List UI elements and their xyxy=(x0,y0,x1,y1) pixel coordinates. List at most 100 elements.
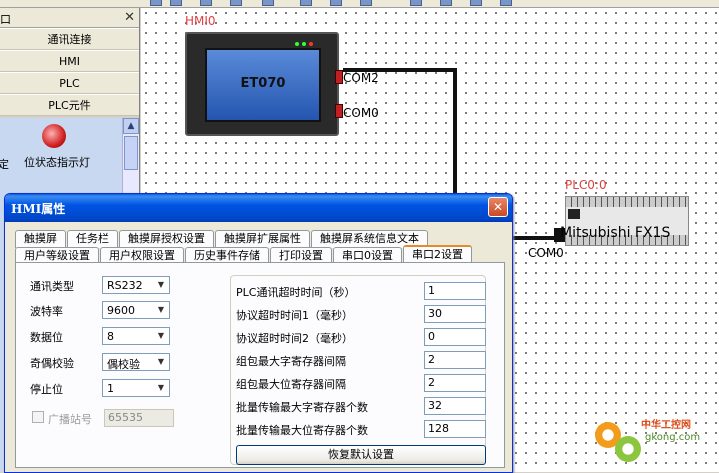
chevron-down-icon[interactable]: ▼ xyxy=(153,277,169,293)
chevron-down-icon[interactable]: ▼ xyxy=(153,354,169,370)
hmi-device[interactable]: ET070 xyxy=(185,32,339,136)
plc-timeout-label: PLC通讯超时时间（秒） xyxy=(236,286,356,299)
watermark-text: 中华工控网 xyxy=(641,420,691,431)
toolbar-button-icon[interactable] xyxy=(470,0,482,6)
dialog-title-bar[interactable]: HMI属性 ✕ xyxy=(5,194,512,222)
toolbar-button-icon[interactable] xyxy=(262,0,274,6)
toolbar-button-icon[interactable] xyxy=(440,0,452,6)
scroll-up-icon[interactable]: ▲ xyxy=(123,118,139,134)
parity-select[interactable]: 偶校验 ▼ xyxy=(102,353,170,371)
com2-port-label: COM2 xyxy=(343,71,379,85)
word-register-gap-input[interactable]: 2 xyxy=(424,351,486,369)
tab-extended[interactable]: 触摸屏扩展属性 xyxy=(215,230,310,248)
gear-icon xyxy=(615,436,641,462)
baud-rate-select[interactable]: 9600 ▼ xyxy=(102,301,170,319)
reset-defaults-button[interactable]: 恢复默认设置 xyxy=(236,445,486,465)
plc-port-label: COM0 xyxy=(528,246,564,260)
baud-rate-value: 9600 xyxy=(107,304,135,317)
hmi-model-label: ET070 xyxy=(240,76,286,91)
toolbar-button-icon[interactable] xyxy=(300,0,312,6)
hmi-screen: ET070 xyxy=(205,48,321,122)
protocol-timeout2-label: 协议超时时间2（毫秒） xyxy=(236,332,353,345)
baud-rate-label: 波特率 xyxy=(30,305,63,318)
tab-row-2: 用户等级设置 用户权限设置 历史事件存储 打印设置 串口0设置 串口2设置 xyxy=(15,245,473,265)
stop-bits-select[interactable]: 1▼ xyxy=(102,379,170,397)
broadcast-station-field: 65535 xyxy=(104,409,174,427)
toolbar-button-icon[interactable] xyxy=(330,0,342,6)
protocol-timeout1-input[interactable]: 30 xyxy=(424,305,486,323)
toolbar-button-icon[interactable] xyxy=(360,0,372,6)
tab-print[interactable]: 打印设置 xyxy=(270,247,332,265)
protocol-timeout2-input[interactable]: 0 xyxy=(424,328,486,346)
plc-logo-icon xyxy=(568,209,580,219)
tab-row-1: 触摸屏 任务栏 触摸屏授权设置 触摸屏扩展属性 触摸屏系统信息文本 xyxy=(15,230,429,248)
batch-word-count-label: 批量传输最大字寄存器个数 xyxy=(236,401,368,414)
toolbar-button-icon[interactable] xyxy=(500,0,512,6)
com0-port-label: COM0 xyxy=(343,106,379,120)
hmi-indicator-icon xyxy=(295,42,299,46)
toolbar-button-icon[interactable] xyxy=(150,0,162,6)
stop-bits-label: 停止位 xyxy=(30,383,63,396)
protocol-timeout1-label: 协议超时时间1（毫秒） xyxy=(236,309,353,322)
com2-port-icon[interactable] xyxy=(335,70,343,84)
watermark-url: gkong.com xyxy=(645,432,701,443)
comm-type-label: 通讯类型 xyxy=(30,280,74,293)
plc-terminals xyxy=(566,235,688,245)
data-bits-select[interactable]: 8▼ xyxy=(102,327,170,345)
serial2-settings-panel: 通讯类型 RS232▼ 波特率 9600▼ 数据位 8▼ 奇偶校验 偶校验▼ 停… xyxy=(15,262,505,468)
com0-port-icon[interactable] xyxy=(335,104,343,118)
panel-title: 口 xyxy=(0,13,11,26)
plc-terminals xyxy=(566,197,688,207)
word-register-gap-label: 组包最大字寄存器间隔 xyxy=(236,355,346,368)
toolbar-button-icon[interactable] xyxy=(410,0,422,6)
component-label: 位状态指示灯 xyxy=(24,156,90,169)
category-hmi[interactable]: HMI xyxy=(0,50,139,72)
broadcast-label: 广播站号 xyxy=(48,413,92,426)
tab-serial2[interactable]: 串口2设置 xyxy=(403,245,472,265)
partial-component-label: 定 xyxy=(0,158,9,171)
category-plc-components[interactable]: PLC元件 xyxy=(0,94,139,116)
scroll-thumb[interactable] xyxy=(124,136,138,170)
tab-history[interactable]: 历史事件存储 xyxy=(185,247,269,265)
bit-register-gap-input[interactable]: 2 xyxy=(424,374,486,392)
stop-bits-value: 1 xyxy=(107,382,114,395)
batch-bit-count-input[interactable]: 128 xyxy=(424,420,486,438)
tab-system-text[interactable]: 触摸屏系统信息文本 xyxy=(311,230,428,248)
plc-timeout-input[interactable]: 1 xyxy=(424,282,486,300)
cable xyxy=(343,68,457,72)
parity-value: 偶校验 xyxy=(107,358,140,371)
chevron-down-icon[interactable]: ▼ xyxy=(153,328,169,344)
category-comm-link[interactable]: 通讯连接 xyxy=(0,28,139,50)
hmi-properties-dialog: HMI属性 ✕ 触摸屏 任务栏 触摸屏授权设置 触摸屏扩展属性 触摸屏系统信息文… xyxy=(4,193,513,473)
toolbar-button-icon[interactable] xyxy=(200,0,212,6)
close-icon[interactable]: ✕ xyxy=(488,197,508,217)
broadcast-checkbox[interactable] xyxy=(32,411,44,423)
plc-title: PLC0:0 xyxy=(565,178,607,192)
data-bits-value: 8 xyxy=(107,330,114,343)
toolbar xyxy=(0,0,719,8)
close-icon[interactable]: ✕ xyxy=(124,10,135,25)
plc-port-icon[interactable] xyxy=(554,228,566,242)
comm-type-select[interactable]: RS232▼ xyxy=(102,276,170,294)
tab-user-permission[interactable]: 用户权限设置 xyxy=(100,247,184,265)
chevron-down-icon[interactable]: ▼ xyxy=(153,302,169,318)
toolbar-button-icon[interactable] xyxy=(230,0,242,6)
hmi-indicator-icon xyxy=(302,42,306,46)
cable xyxy=(453,68,457,240)
dialog-title: HMI属性 xyxy=(11,202,66,216)
parity-label: 奇偶校验 xyxy=(30,357,74,370)
tab-taskbar[interactable]: 任务栏 xyxy=(67,230,118,248)
chevron-down-icon[interactable]: ▼ xyxy=(153,380,169,396)
panel-header: 口 ✕ xyxy=(0,8,139,28)
toolbar-button-icon[interactable] xyxy=(170,0,182,6)
bit-register-gap-label: 组包最大位寄存器间隔 xyxy=(236,378,346,391)
tab-serial0[interactable]: 串口0设置 xyxy=(333,247,402,265)
tab-touchscreen[interactable]: 触摸屏 xyxy=(15,230,66,248)
batch-word-count-input[interactable]: 32 xyxy=(424,397,486,415)
status-light-icon[interactable] xyxy=(42,124,66,148)
tab-user-level[interactable]: 用户等级设置 xyxy=(15,247,99,265)
tab-license[interactable]: 触摸屏授权设置 xyxy=(119,230,214,248)
plc-device[interactable]: Mitsubishi FX1S xyxy=(560,196,689,246)
category-plc[interactable]: PLC xyxy=(0,72,139,94)
hmi-indicator-icon xyxy=(309,42,313,46)
